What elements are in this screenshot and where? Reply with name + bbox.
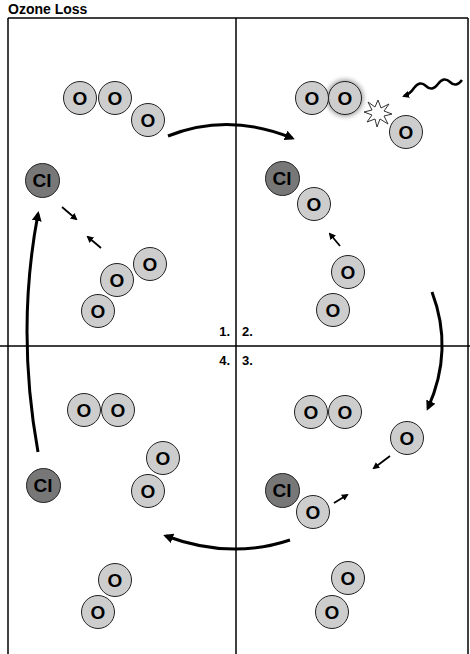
- impact-burst: [364, 100, 392, 127]
- oxygen-atom: O: [146, 441, 180, 475]
- atom-symbol: O: [306, 503, 321, 522]
- oxygen-atom: O: [295, 81, 329, 115]
- step-number: 2.: [242, 324, 253, 339]
- oxygen-atom: O: [81, 595, 115, 629]
- atom-symbol: O: [110, 271, 125, 290]
- atom-symbol: O: [143, 255, 158, 274]
- oxygen-atom: O: [331, 561, 365, 595]
- atom-symbol: O: [305, 89, 320, 108]
- atom-symbol: O: [141, 482, 156, 501]
- cycle-arrow: [428, 292, 442, 408]
- atom-symbol: O: [141, 111, 156, 130]
- step-number: 3.: [242, 353, 253, 368]
- atom-symbol: O: [111, 401, 126, 420]
- oxygen-atom: O: [390, 421, 424, 455]
- frame-line: [467, 18, 469, 654]
- oxygen-atom: O: [133, 247, 167, 281]
- atom-symbol: Cl: [34, 476, 53, 495]
- oxygen-atom: O: [98, 81, 132, 115]
- motion-arrow: [62, 207, 76, 219]
- chlorine-atom: Cl: [265, 161, 300, 196]
- oxygen-atom: O: [67, 393, 101, 427]
- frame-line: [7, 18, 9, 654]
- atom-symbol: Cl: [33, 171, 52, 190]
- atom-symbol: Cl: [273, 481, 292, 500]
- oxygen-atom: O: [296, 495, 330, 529]
- quadrant-line: [235, 18, 237, 654]
- oxygen-atom: O: [316, 293, 350, 327]
- atom-symbol: O: [338, 403, 353, 422]
- oxygen-atom: O: [100, 263, 134, 297]
- atom-symbol: O: [91, 302, 106, 321]
- chlorine-atom: Cl: [265, 473, 300, 508]
- oxygen-atom: O: [131, 103, 165, 137]
- atom-symbol: O: [108, 89, 123, 108]
- atom-symbol: O: [341, 569, 356, 588]
- atom-symbol: O: [326, 301, 341, 320]
- atom-symbol: O: [91, 603, 106, 622]
- atom-symbol: O: [77, 401, 92, 420]
- motion-arrow: [374, 456, 390, 468]
- oxygen-atom: O: [63, 81, 97, 115]
- chlorine-atom: Cl: [26, 468, 61, 503]
- frame-line: [8, 17, 468, 19]
- oxygen-atom: O: [389, 115, 423, 149]
- excited-glow: [321, 74, 369, 122]
- chlorine-atom: Cl: [25, 163, 60, 198]
- atom-symbol: O: [400, 429, 415, 448]
- atom-symbol: O: [399, 123, 414, 142]
- oxygen-atom: O: [294, 395, 328, 429]
- atom-symbol: Cl: [273, 169, 292, 188]
- atom-symbol: O: [325, 603, 340, 622]
- atom-symbol: O: [338, 89, 353, 108]
- oxygen-atom: O: [297, 187, 331, 221]
- atom-symbol: O: [108, 571, 123, 590]
- oxygen-atom: O: [101, 393, 135, 427]
- quadrant-line: [0, 345, 470, 347]
- atom-symbol: O: [73, 89, 88, 108]
- atom-symbol: O: [307, 195, 322, 214]
- atom-symbol: O: [341, 263, 356, 282]
- atom-symbol: O: [156, 449, 171, 468]
- oxygen-atom: O: [328, 395, 362, 429]
- motion-arrow: [88, 237, 101, 248]
- oxygen-atom: O: [328, 81, 362, 115]
- motion-arrow: [334, 495, 347, 503]
- cycle-arrow: [168, 124, 292, 138]
- atom-symbol: O: [304, 403, 319, 422]
- oxygen-atom: O: [81, 294, 115, 328]
- motion-arrow: [330, 234, 340, 246]
- oxygen-atom: O: [315, 595, 349, 629]
- step-number: 4.: [219, 353, 230, 368]
- uv-ray: [404, 79, 462, 96]
- oxygen-atom: O: [331, 255, 365, 289]
- cycle-arrow: [27, 214, 38, 452]
- cycle-arrow: [166, 536, 290, 549]
- oxygen-atom: O: [131, 474, 165, 508]
- step-number: 1.: [219, 324, 230, 339]
- diagram-title: Ozone Loss: [8, 1, 87, 17]
- oxygen-atom: O: [98, 563, 132, 597]
